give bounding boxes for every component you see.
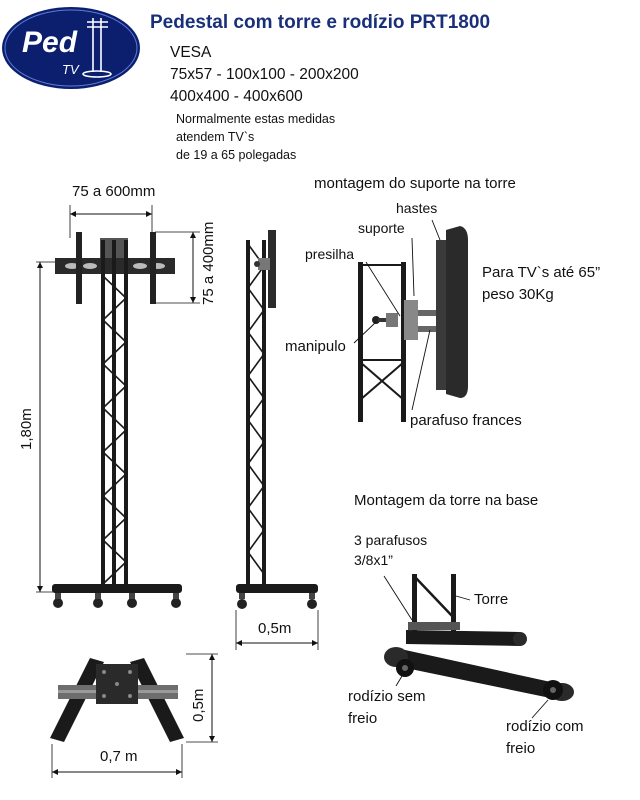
- caster-no-brake-line1: rodízio sem: [348, 688, 426, 705]
- label-suporte: suporte: [358, 220, 405, 236]
- capacity-line2: peso 30Kg: [482, 286, 554, 303]
- label-hastes: hastes: [396, 200, 438, 216]
- label-presilha: presilha: [305, 246, 355, 262]
- caster-no-brake-line2: freio: [348, 710, 378, 727]
- base-detail: [383, 574, 574, 719]
- svg-text:TV: TV: [62, 62, 80, 77]
- label-torre: Torre: [474, 591, 509, 608]
- label-manipulo: manipulo: [285, 338, 346, 355]
- front-view: [36, 205, 200, 608]
- base-width-label: 0,7 m: [100, 748, 138, 765]
- base-depth-label: 0,5m: [190, 688, 207, 722]
- mount-detail: [353, 219, 468, 422]
- base-detail-heading: Montagem da torre na base: [354, 492, 539, 509]
- side-depth-label: 0,5m: [258, 620, 292, 637]
- vesa-sizes-line2: 400x400 - 400x600: [170, 88, 303, 105]
- side-view: [235, 230, 319, 650]
- front-vesa-height-label: 75 a 400mm: [200, 221, 217, 305]
- note-line1: Normalmente estas medidas: [176, 112, 336, 126]
- pedtv-logo: Ped TV: [2, 7, 140, 89]
- vesa-heading: VESA: [170, 44, 212, 61]
- capacity-line1: Para TV`s até 65”: [482, 264, 601, 281]
- bolts-line1: 3 parafusos: [354, 532, 428, 548]
- label-parafuso: parafuso frances: [410, 412, 522, 429]
- front-total-height-label: 1,80m: [18, 408, 35, 450]
- note-line3: de 19 a 65 polegadas: [176, 148, 297, 162]
- vesa-sizes-line1: 75x57 - 100x100 - 200x200: [170, 66, 359, 83]
- front-width-label: 75 a 600mm: [72, 183, 156, 200]
- page-title: Pedestal com torre e rodízio PRT1800: [150, 12, 491, 33]
- caster-brake-line1: rodízio com: [506, 718, 584, 735]
- mount-heading: montagem do suporte na torre: [314, 175, 516, 192]
- note-line2: atendem TV`s: [176, 130, 255, 144]
- svg-text:Ped: Ped: [22, 26, 78, 59]
- caster-brake-line2: freio: [506, 740, 536, 757]
- base-top-view: [50, 653, 218, 778]
- bolts-line2: 3/8x1”: [354, 552, 393, 568]
